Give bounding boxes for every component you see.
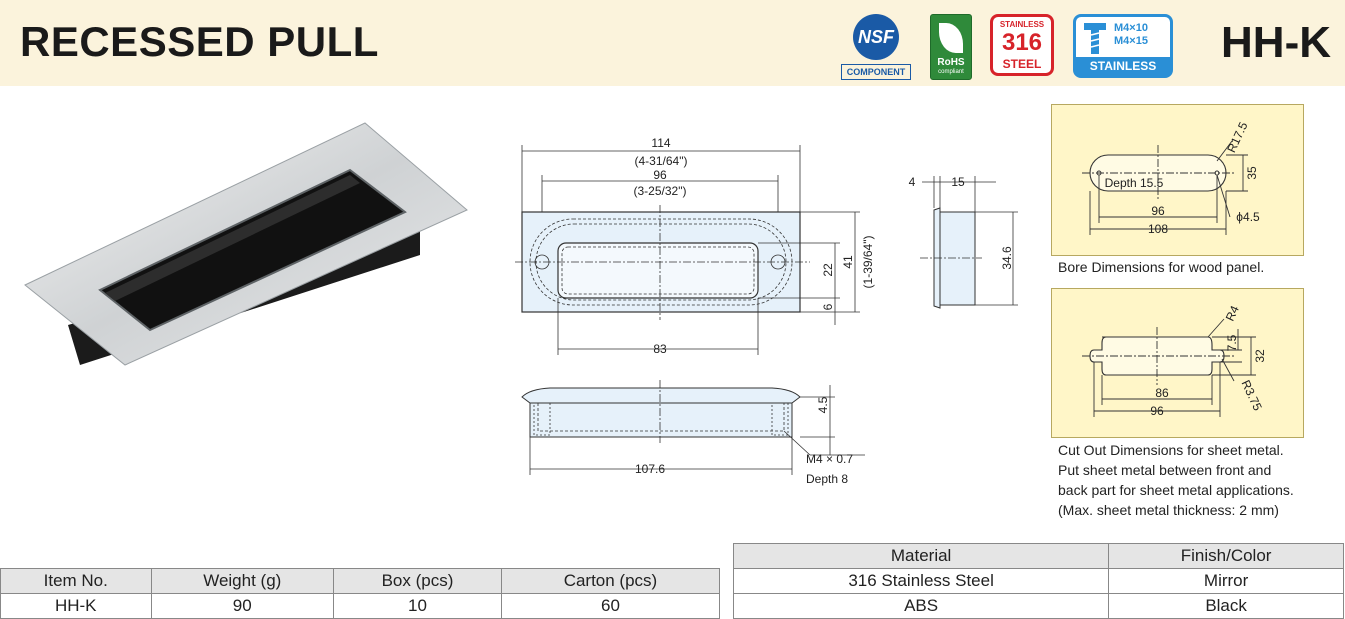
dim-overall-width: 114 xyxy=(651,136,670,150)
col-weight: Weight (g) xyxy=(150,568,335,594)
steel-grade-label: 316 xyxy=(1001,29,1043,56)
model-number: HH-K xyxy=(1221,18,1331,67)
cell-weight: 90 xyxy=(150,593,335,619)
spec-table: Item No. Weight (g) Box (pcs) Carton (pc… xyxy=(0,568,721,619)
spec-table-header-row: Item No. Weight (g) Box (pcs) Carton (pc… xyxy=(0,568,721,594)
dim-side-15: 15 xyxy=(951,175,965,189)
cutout-height-7-5: 7.5 xyxy=(1225,334,1239,351)
rohs-sub-label: compliant xyxy=(938,69,964,75)
product-photo xyxy=(24,122,468,366)
cell-material: 316 Stainless Steel xyxy=(732,568,1110,594)
screw-size-1: M4×10 xyxy=(1114,22,1148,34)
bore-height-35: 35 xyxy=(1245,166,1259,180)
cutout-r3-75: R3.75 xyxy=(1239,378,1265,413)
screw-label: STAINLESS xyxy=(1076,57,1170,75)
rohs-badge: RoHS compliant xyxy=(930,14,972,80)
col-box: Box (pcs) xyxy=(333,568,502,594)
table-row: ABS Black xyxy=(732,593,1344,619)
bore-phi: ϕ4.5 xyxy=(1236,210,1260,224)
cutout-width-86: 86 xyxy=(1155,386,1169,400)
cutout-width-96: 96 xyxy=(1150,404,1164,418)
nsf-logo-icon: NSF xyxy=(853,14,899,60)
header-banner: RECESSED PULL NSF COMPONENT RoHS complia… xyxy=(0,0,1345,86)
cell-item-no: HH-K xyxy=(0,593,152,619)
cutout-diagram: 86 96 R4 7.5 32 R3.75 xyxy=(1082,303,1267,418)
dimension-drawing: 114 (4-31/64") 96 (3-25/32") 83 107.6 M4… xyxy=(515,136,875,486)
dim-hole-pitch-in: (3-25/32") xyxy=(634,184,687,198)
col-material: Material xyxy=(732,543,1110,569)
material-table-header-row: Material Finish/Color xyxy=(732,543,1344,569)
dim-bottom-length: 107.6 xyxy=(635,462,665,476)
bore-width-96: 96 xyxy=(1151,204,1165,218)
bore-r17-5: R17.5 xyxy=(1224,120,1250,155)
screw-size-2: M4×15 xyxy=(1114,35,1148,47)
cutout-height-32: 32 xyxy=(1253,349,1267,363)
dim-inner-width: 83 xyxy=(653,342,667,356)
bore-diagram: Depth 15.5 96 108 ϕ4.5 R17.5 35 xyxy=(1082,120,1260,236)
dim-overall-width-in: (4-31/64") xyxy=(635,154,688,168)
col-item-no: Item No. xyxy=(0,568,152,594)
page-title: RECESSED PULL xyxy=(20,18,379,65)
material-table: Material Finish/Color 316 Stainless Stee… xyxy=(732,543,1344,619)
table-row: HH-K 90 10 60 xyxy=(0,593,721,619)
screw-icon xyxy=(1084,23,1106,54)
screw-badge: M4×10 M4×15 STAINLESS xyxy=(1073,14,1173,78)
table-row: 316 Stainless Steel Mirror xyxy=(732,568,1344,594)
dim-inner-height: 22 xyxy=(821,263,835,277)
col-carton: Carton (pcs) xyxy=(500,568,721,594)
cutout-caption-line: (Max. sheet metal thickness: 2 mm) xyxy=(1058,502,1279,518)
cell-finish: Mirror xyxy=(1108,568,1344,594)
cell-finish: Black xyxy=(1108,593,1344,619)
dim-hole-pitch: 96 xyxy=(653,168,667,182)
nsf-label: COMPONENT xyxy=(841,64,911,80)
stainless-316-badge: STAINLESS 316 STEEL xyxy=(990,14,1054,76)
bore-dimensions-panel: Depth 15.5 96 108 ϕ4.5 R17.5 35 xyxy=(1051,104,1304,256)
dim-height-41-in: (1-39/64") xyxy=(861,236,875,289)
dim-flange-4-5: 4.5 xyxy=(816,396,830,413)
cell-carton: 60 xyxy=(500,593,721,619)
col-finish-color: Finish/Color xyxy=(1108,543,1344,569)
dim-thread: M4 × 0.7 xyxy=(806,452,853,466)
leaf-icon xyxy=(939,23,963,53)
cutout-caption-line: back part for sheet metal applications. xyxy=(1058,482,1294,498)
cell-box: 10 xyxy=(333,593,502,619)
steel-bottom-label: STEEL xyxy=(1002,57,1042,71)
bore-caption: Bore Dimensions for wood panel. xyxy=(1058,259,1265,275)
cell-material: ABS xyxy=(732,593,1110,619)
cutout-caption-line: Cut Out Dimensions for sheet metal. xyxy=(1058,442,1284,458)
dim-thread-depth: Depth 8 xyxy=(806,472,848,486)
dim-side-4: 4 xyxy=(909,175,916,189)
nsf-badge: NSF COMPONENT xyxy=(841,14,911,80)
cutout-dimensions-panel: 86 96 R4 7.5 32 R3.75 xyxy=(1051,288,1304,438)
rohs-label: RoHS xyxy=(937,57,965,68)
cutout-r4: R4 xyxy=(1223,303,1242,323)
bore-width-108: 108 xyxy=(1148,222,1168,236)
dim-offset-6: 6 xyxy=(821,303,835,310)
cutout-caption-line: Put sheet metal between front and xyxy=(1058,462,1272,478)
dim-side-34-6: 34.6 xyxy=(1000,246,1014,270)
dim-height-41: 41 xyxy=(841,255,855,269)
steel-top-label: STAINLESS xyxy=(999,20,1045,29)
cutout-caption: Cut Out Dimensions for sheet metal. Put … xyxy=(1058,440,1294,520)
side-view-drawing: 4 15 34.6 xyxy=(909,175,1018,309)
bore-depth: Depth 15.5 xyxy=(1105,176,1164,190)
